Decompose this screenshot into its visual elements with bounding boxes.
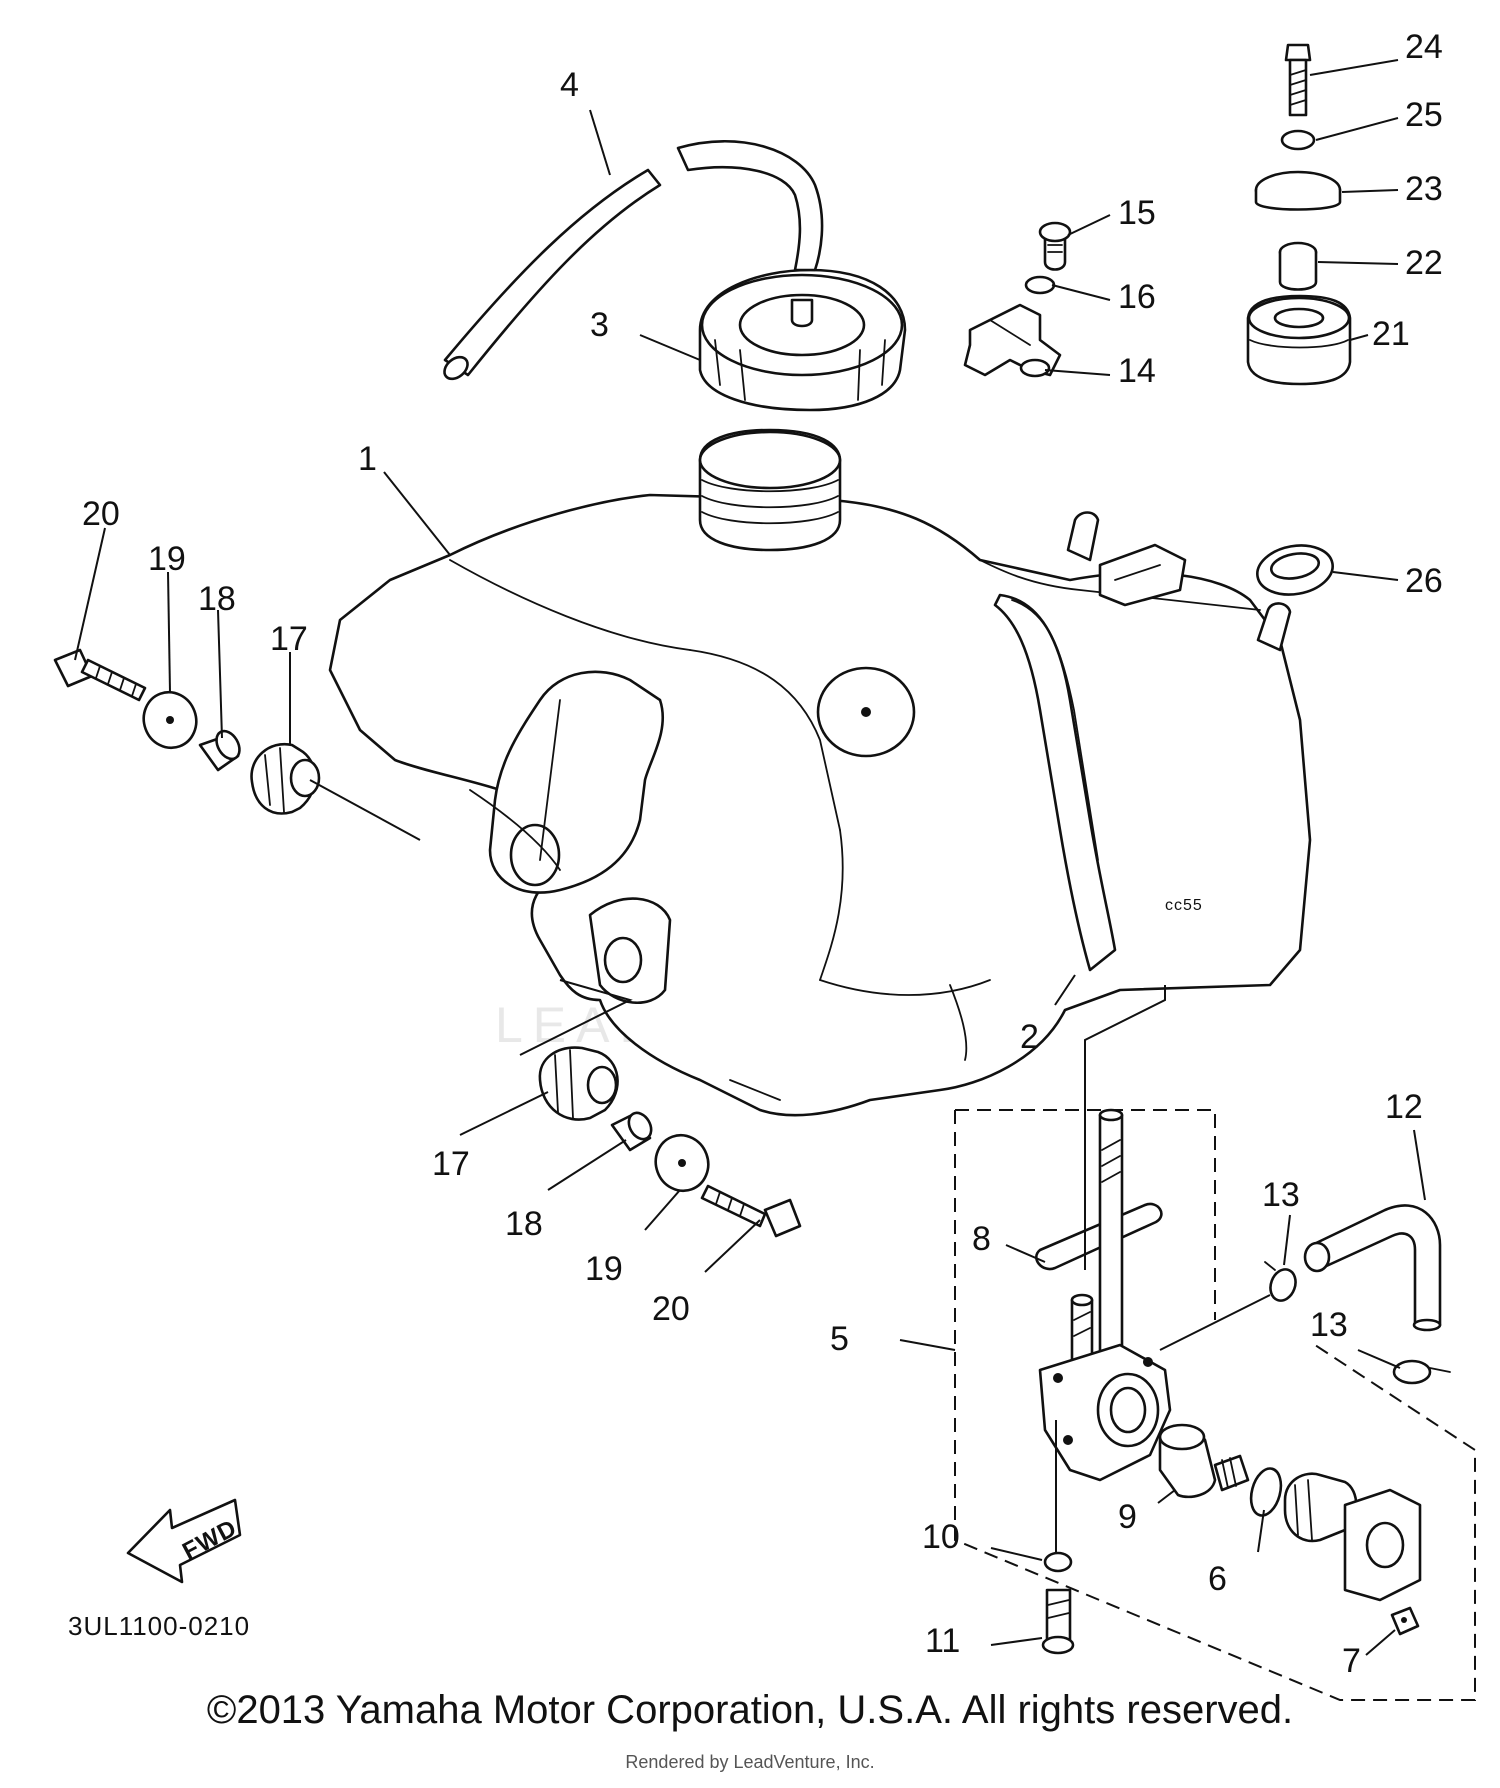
callout-19-left: 19	[148, 540, 186, 578]
fwd-arrow: FWD	[126, 1498, 242, 1584]
callout-10: 10	[922, 1518, 960, 1556]
lower-mount-leader	[519, 979, 633, 1056]
callout-15: 15	[1118, 194, 1156, 232]
callout-11: 11	[925, 1622, 960, 1660]
fuel-tank-part-1: cc55	[328, 428, 1312, 1117]
callout-16: 16	[1118, 278, 1156, 316]
grommet-part-26	[1256, 544, 1334, 596]
hose-clip-part-13	[1264, 1261, 1451, 1385]
rendered-by-notice: Rendered by LeadVenture, Inc.	[625, 1752, 875, 1772]
callout-1: 1	[358, 440, 377, 478]
callout-21: 21	[1372, 315, 1410, 353]
callout-14: 14	[1118, 352, 1156, 390]
callout-18-left: 18	[198, 580, 236, 618]
callout-2: 2	[1020, 1018, 1039, 1056]
callout-7: 7	[1342, 1642, 1361, 1680]
callout-4: 4	[560, 66, 579, 104]
callout-23: 23	[1405, 170, 1443, 208]
diagram-code: 3UL1100-0210	[68, 1611, 250, 1641]
callout-19-lower: 19	[585, 1250, 623, 1288]
breather-hose-part-4	[443, 140, 824, 381]
cock-mount-leader	[1084, 985, 1166, 1270]
callout-22: 22	[1405, 244, 1443, 282]
callout-24: 24	[1405, 28, 1443, 66]
callout-12: 12	[1385, 1088, 1423, 1126]
left-mount-leader	[309, 779, 421, 841]
left-mount-hardware	[53, 648, 321, 815]
svg-text:cc55: cc55	[1165, 897, 1203, 914]
callout-25: 25	[1405, 96, 1443, 134]
callout-20-lower: 20	[652, 1290, 690, 1328]
filler-cap-part-3	[698, 268, 907, 412]
callout-3: 3	[590, 306, 609, 344]
callout-5: 5	[830, 1320, 849, 1358]
fuel-cock-assembly-part-5	[954, 1108, 1476, 1701]
callout-17-left: 17	[270, 620, 308, 658]
callout-20-left: 20	[82, 495, 120, 533]
fuel-hose-part-12	[1303, 1204, 1442, 1332]
rubber-damper-stack-parts-21-25	[1246, 43, 1352, 386]
callout-13-upper: 13	[1262, 1176, 1300, 1214]
copyright-notice: ©2013 Yamaha Motor Corporation, U.S.A. A…	[206, 1688, 1294, 1732]
leader-lines	[74, 59, 1426, 1656]
callout-18-lower: 18	[505, 1205, 543, 1243]
callout-labels: 1 2 3 4 5 6 7 8 9 10 11 12 13 13 14 15 1…	[82, 28, 1443, 1680]
callout-26: 26	[1405, 562, 1443, 600]
callout-13-lower: 13	[1310, 1306, 1348, 1344]
callout-6: 6	[1208, 1560, 1227, 1598]
callout-9: 9	[1118, 1498, 1137, 1536]
callout-8: 8	[972, 1220, 991, 1258]
bracket-assembly-parts-14-16	[963, 221, 1072, 378]
callout-17-lower: 17	[432, 1145, 470, 1183]
